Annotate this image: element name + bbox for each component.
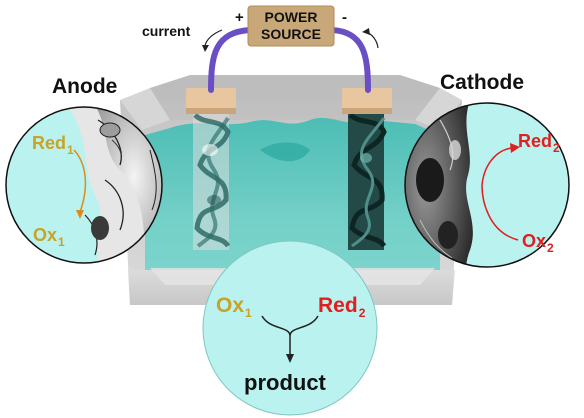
anode-reactant-base: Red (32, 133, 67, 153)
current-arrow-right (365, 31, 379, 49)
cathode-wire (329, 27, 371, 93)
anode-wire (208, 27, 253, 93)
cathode-product-label: Red2 (518, 131, 560, 154)
cathode-reactant-base: Ox (522, 231, 547, 251)
bottom-red2-label: Red2 (318, 294, 365, 319)
bottom-red2-sub: 2 (358, 306, 366, 320)
bottom-ox1-label: Ox1 (216, 294, 252, 319)
cathode-title: Cathode (440, 71, 524, 94)
power-source-box (247, 5, 335, 47)
cathode-clamp (342, 88, 392, 114)
anode-product-label: Ox1 (33, 225, 65, 248)
anode-reaction-arrow (73, 149, 87, 213)
cathode-clamp-shadow (342, 108, 392, 114)
current-label: current (142, 23, 191, 39)
anode-reaction-arrow-head (76, 210, 84, 219)
merge-arrow-head (286, 354, 294, 363)
power-source-line2: SOURCE (261, 26, 321, 42)
merge-arrow (261, 315, 319, 356)
cathode-reaction-arrow-head (510, 143, 520, 153)
liquid-ripple (260, 142, 310, 162)
current-arrow-right-head (362, 28, 370, 35)
current-arrow-left-head (202, 45, 209, 52)
power-source-label: POWER SOURCE (248, 9, 334, 43)
positive-terminal-label: + (235, 9, 244, 26)
anode-title: Anode (52, 75, 118, 98)
cathode-electrode (348, 110, 387, 250)
anode-product-sub: 1 (58, 235, 65, 249)
cathode-reactant-label: Ox2 (522, 231, 554, 254)
bottom-red2-base: Red (318, 294, 358, 317)
negative-terminal-label: - (342, 9, 347, 26)
bottom-ox1-sub: 1 (245, 306, 252, 320)
anode-clamp (186, 88, 236, 114)
anode-product-base: Ox (33, 225, 58, 245)
power-source-line1: POWER (264, 9, 318, 25)
anode-zoom-circle (5, 106, 163, 264)
anode-electrode (193, 110, 231, 250)
bottom-ox1-base: Ox (216, 294, 245, 317)
tank-rim-left (120, 88, 170, 130)
tank-rim-right (415, 88, 462, 130)
cathode-product-base: Red (518, 131, 553, 151)
cathode-product-sub: 2 (553, 141, 560, 155)
anode-clamp-shadow (186, 108, 236, 114)
product-zoom-circle (202, 240, 378, 416)
cathode-reactant-sub: 2 (547, 241, 554, 255)
cathode-reaction-arrow (481, 147, 519, 241)
anode-reactant-label: Red1 (32, 133, 74, 156)
anode-reactant-sub: 1 (67, 143, 74, 157)
product-label: product (244, 370, 326, 395)
current-arrow-left (204, 29, 223, 47)
